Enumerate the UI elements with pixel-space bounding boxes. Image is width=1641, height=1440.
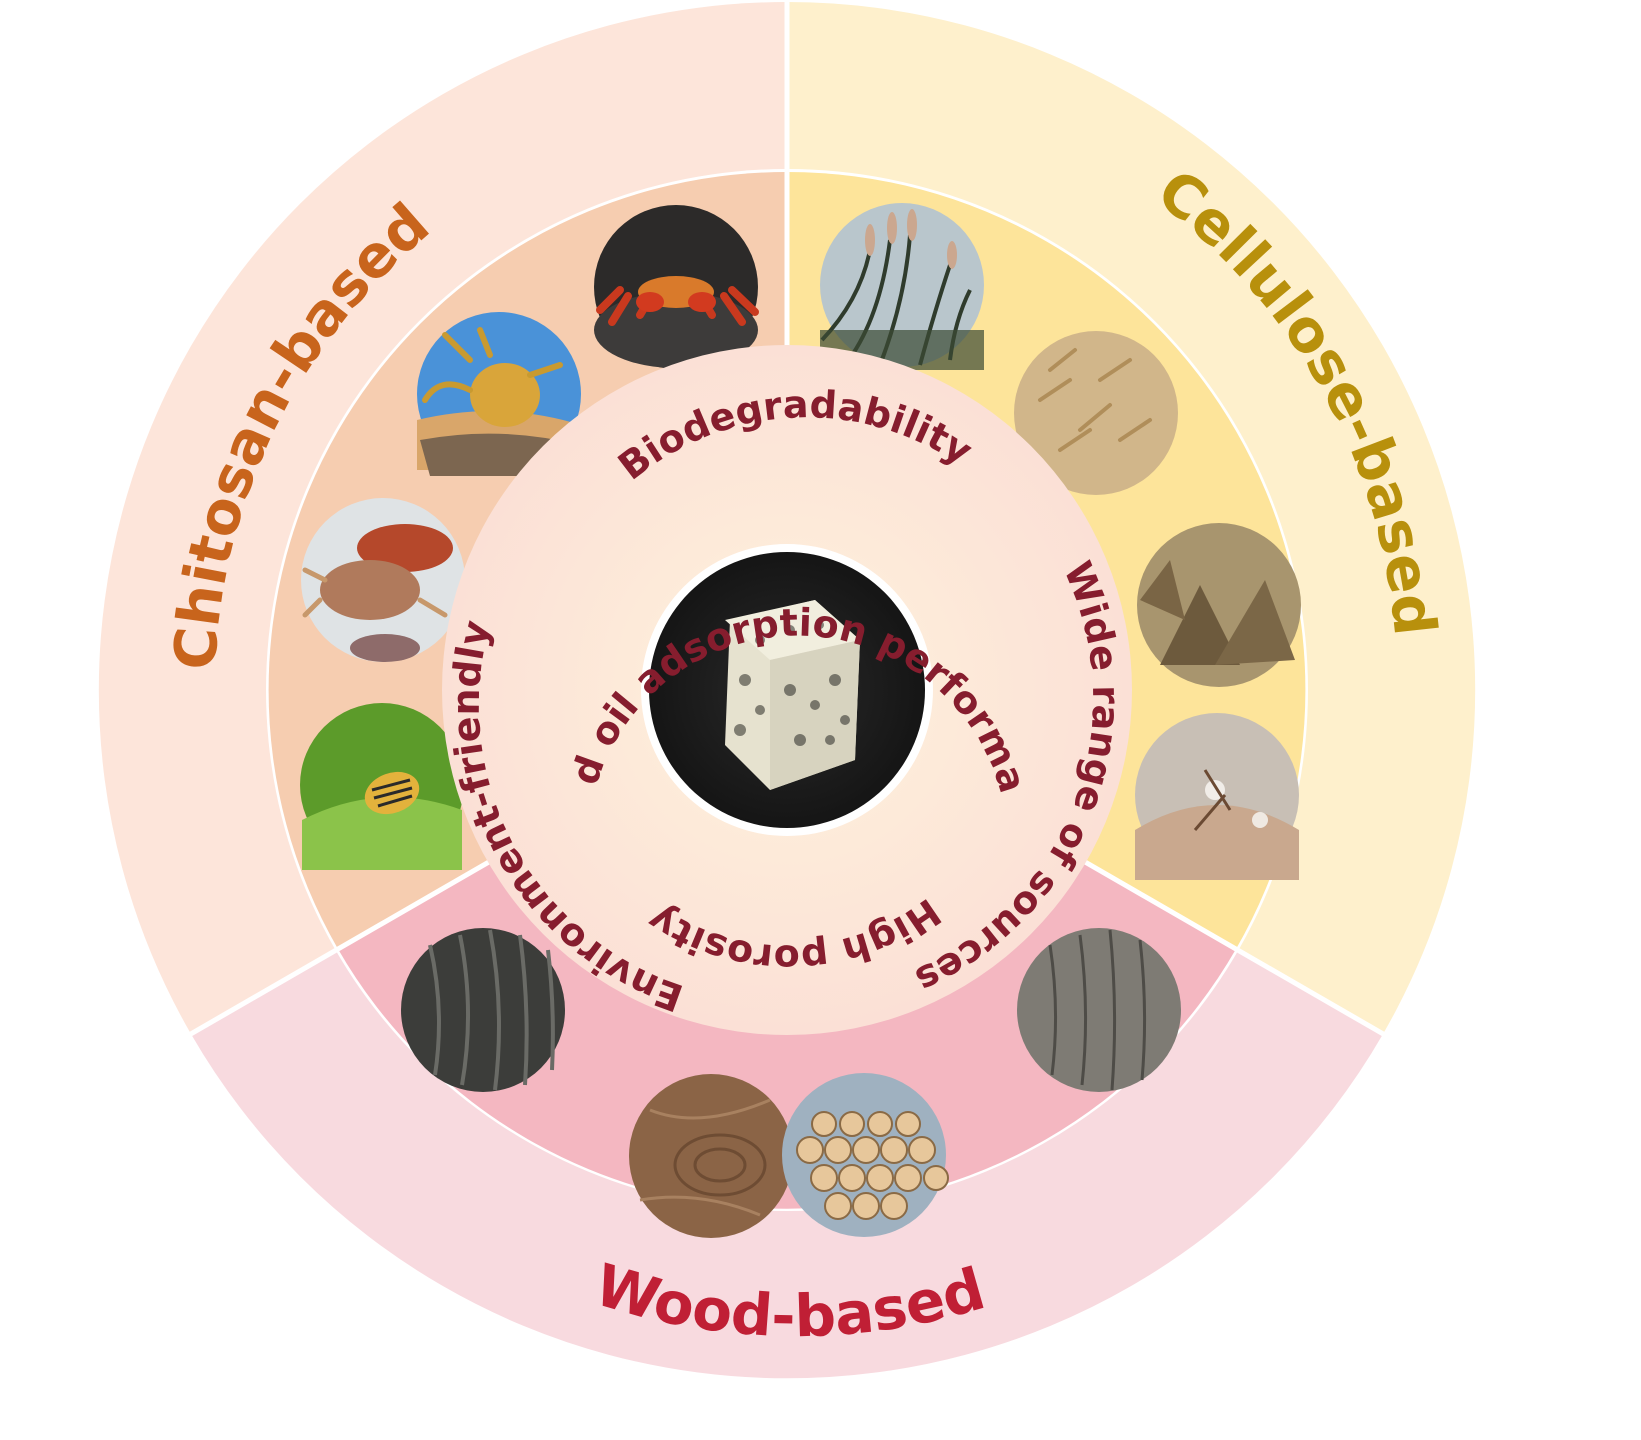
dark-bark-photo bbox=[401, 928, 565, 1092]
beetle-photo bbox=[300, 703, 464, 870]
gray-bark-photo bbox=[1017, 928, 1181, 1092]
center-cube-photo bbox=[641, 544, 933, 836]
wood-images bbox=[401, 928, 1181, 1238]
wheat-photo bbox=[1014, 331, 1178, 495]
crayfish-photo bbox=[417, 312, 581, 476]
straw-bundles-photo bbox=[1137, 523, 1301, 687]
cellulose-images bbox=[820, 203, 1301, 880]
wood-grain-photo bbox=[629, 1074, 793, 1238]
logs-photo bbox=[782, 1073, 949, 1237]
crabs-pile-photo bbox=[301, 498, 465, 662]
chitosan-images bbox=[300, 205, 759, 870]
red-crab-photo bbox=[594, 205, 759, 369]
cotton-photo bbox=[1135, 713, 1299, 880]
reeds-photo bbox=[820, 203, 984, 370]
